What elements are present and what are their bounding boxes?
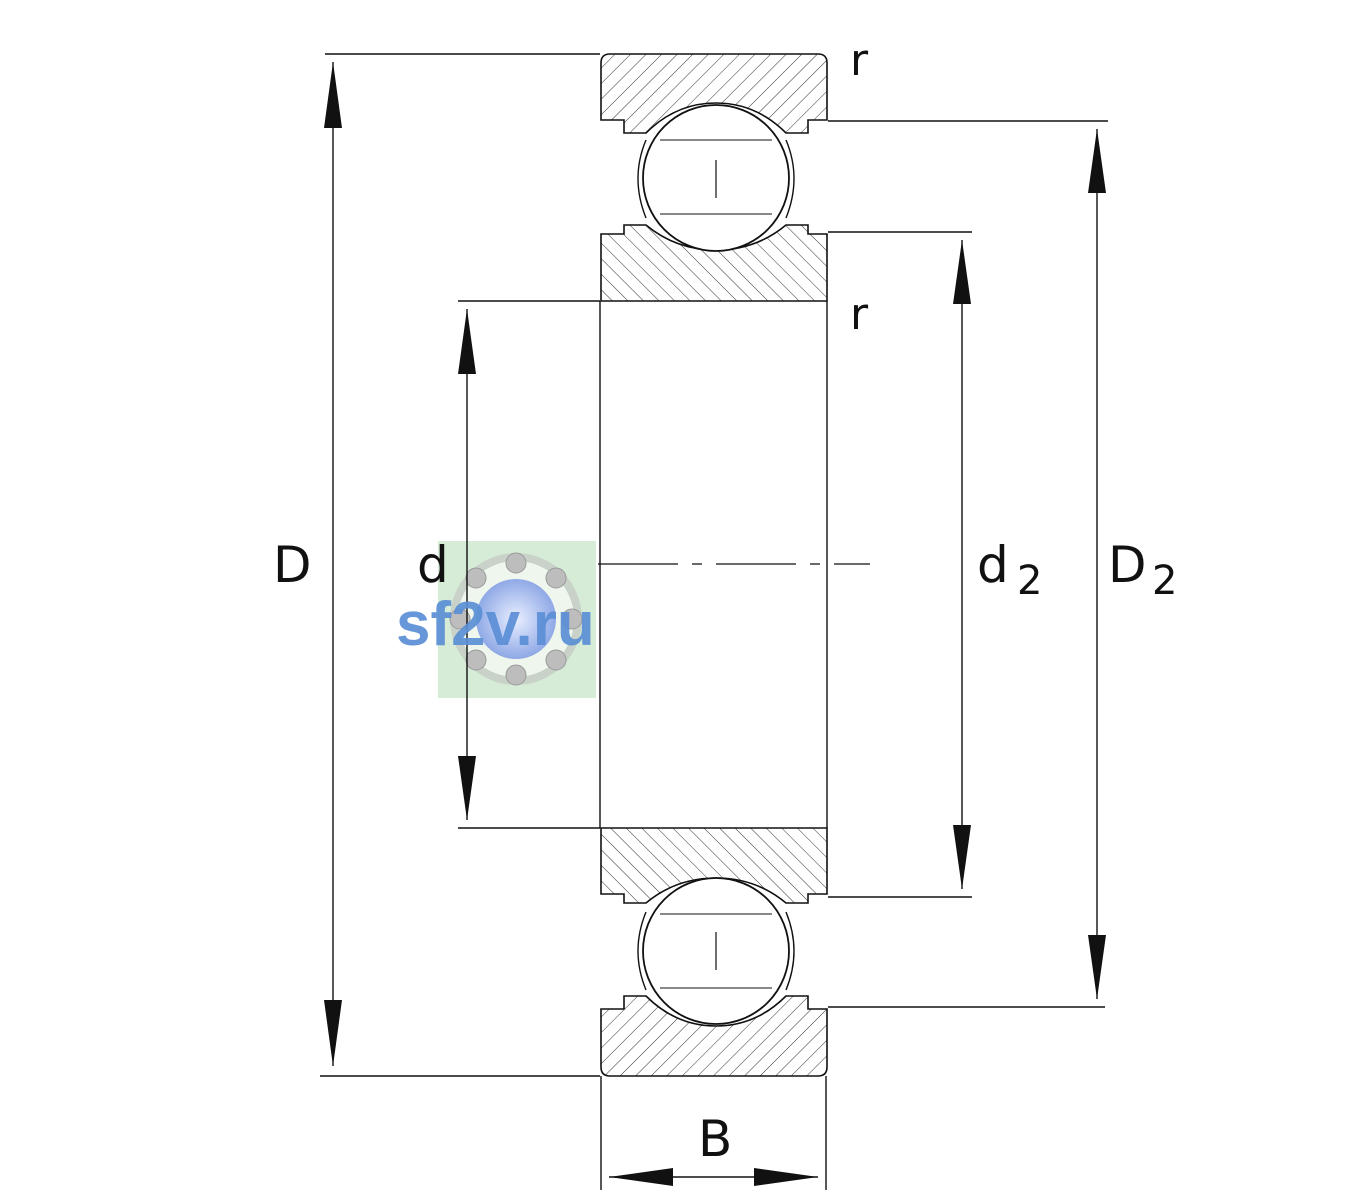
bearing-section-bottom [600,827,828,1077]
arrow-d-bottom [458,756,476,820]
arrow-d-top [458,309,476,374]
label-B: B [698,1110,732,1168]
dimension-D2 [1088,129,1106,999]
watermark-logo [438,541,596,698]
label-d: d [417,536,449,594]
watermark-balls [449,552,583,686]
bearing-section-top [600,53,828,302]
label-r-bottom: r [850,289,869,340]
arrow-d2-bottom [953,825,971,889]
label-D2-subscript: 2 [1152,558,1177,604]
label-D2: D [1108,536,1147,594]
label-r-top: r [850,35,869,86]
dimension-B [609,1168,818,1186]
arrow-B-right [754,1168,818,1186]
cage-bottom-left [637,911,647,991]
dimension-D [324,62,342,1066]
label-d2-subscript: 2 [1017,558,1042,604]
dimension-d [458,309,476,820]
arrow-D2-top [1088,129,1106,193]
outer-ring-bottom [600,995,828,1077]
watermark-bearing-core [476,579,556,659]
arrow-D2-bottom [1088,935,1106,999]
label-d2: d [977,536,1009,594]
arrow-D-bottom [324,1000,342,1066]
arrow-d2-top [953,240,971,304]
watermark-text: sf2v.ru [396,590,595,659]
arrow-B-left [609,1168,673,1186]
arrow-D-top [324,62,342,128]
outer-ring-top [600,53,828,134]
label-D: D [273,536,312,594]
cage-top-left [637,139,647,219]
cage-top-right [785,139,795,219]
extension-lines [320,53,1108,1190]
cage-bottom-right [785,911,795,991]
dimension-d2 [953,240,971,889]
